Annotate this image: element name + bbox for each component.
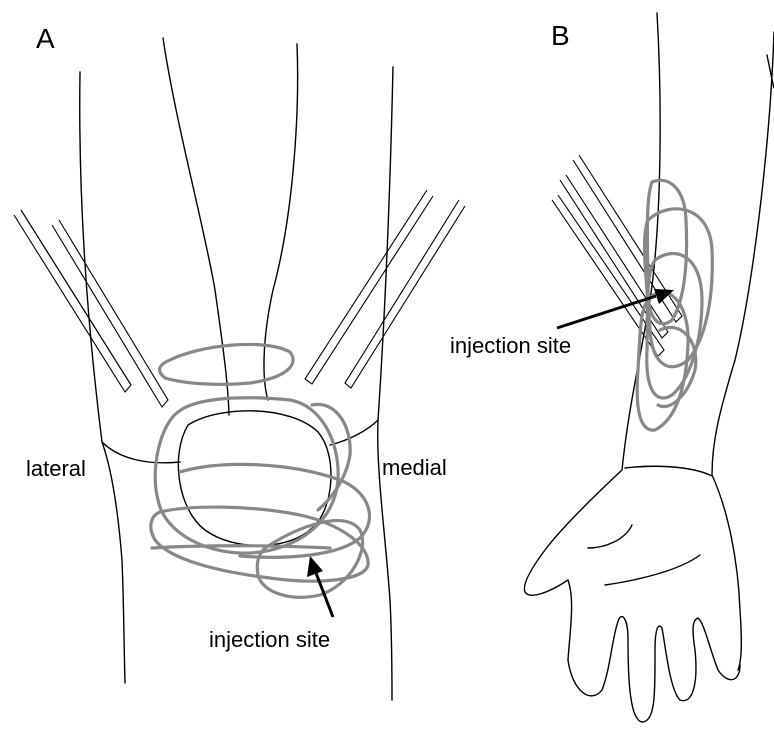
arm-outline bbox=[524, 13, 774, 722]
panel-a: A bbox=[14, 23, 465, 700]
injection-label-b: injection site bbox=[450, 333, 571, 358]
needle-lateral-2 bbox=[52, 220, 168, 407]
needles-a bbox=[14, 190, 465, 407]
injection-label-a: injection site bbox=[209, 627, 330, 652]
needle-lateral-1 bbox=[14, 210, 131, 392]
panel-b: B bbox=[450, 13, 774, 722]
lateral-label: lateral bbox=[26, 456, 86, 481]
panel-a-label: A bbox=[36, 23, 55, 54]
panel-b-label: B bbox=[551, 20, 570, 51]
knee-outline bbox=[80, 38, 393, 700]
medial-label: medial bbox=[382, 455, 447, 480]
spread-a bbox=[151, 344, 370, 597]
needle-medial-2 bbox=[345, 200, 465, 388]
injection-arrow-a bbox=[307, 556, 333, 617]
